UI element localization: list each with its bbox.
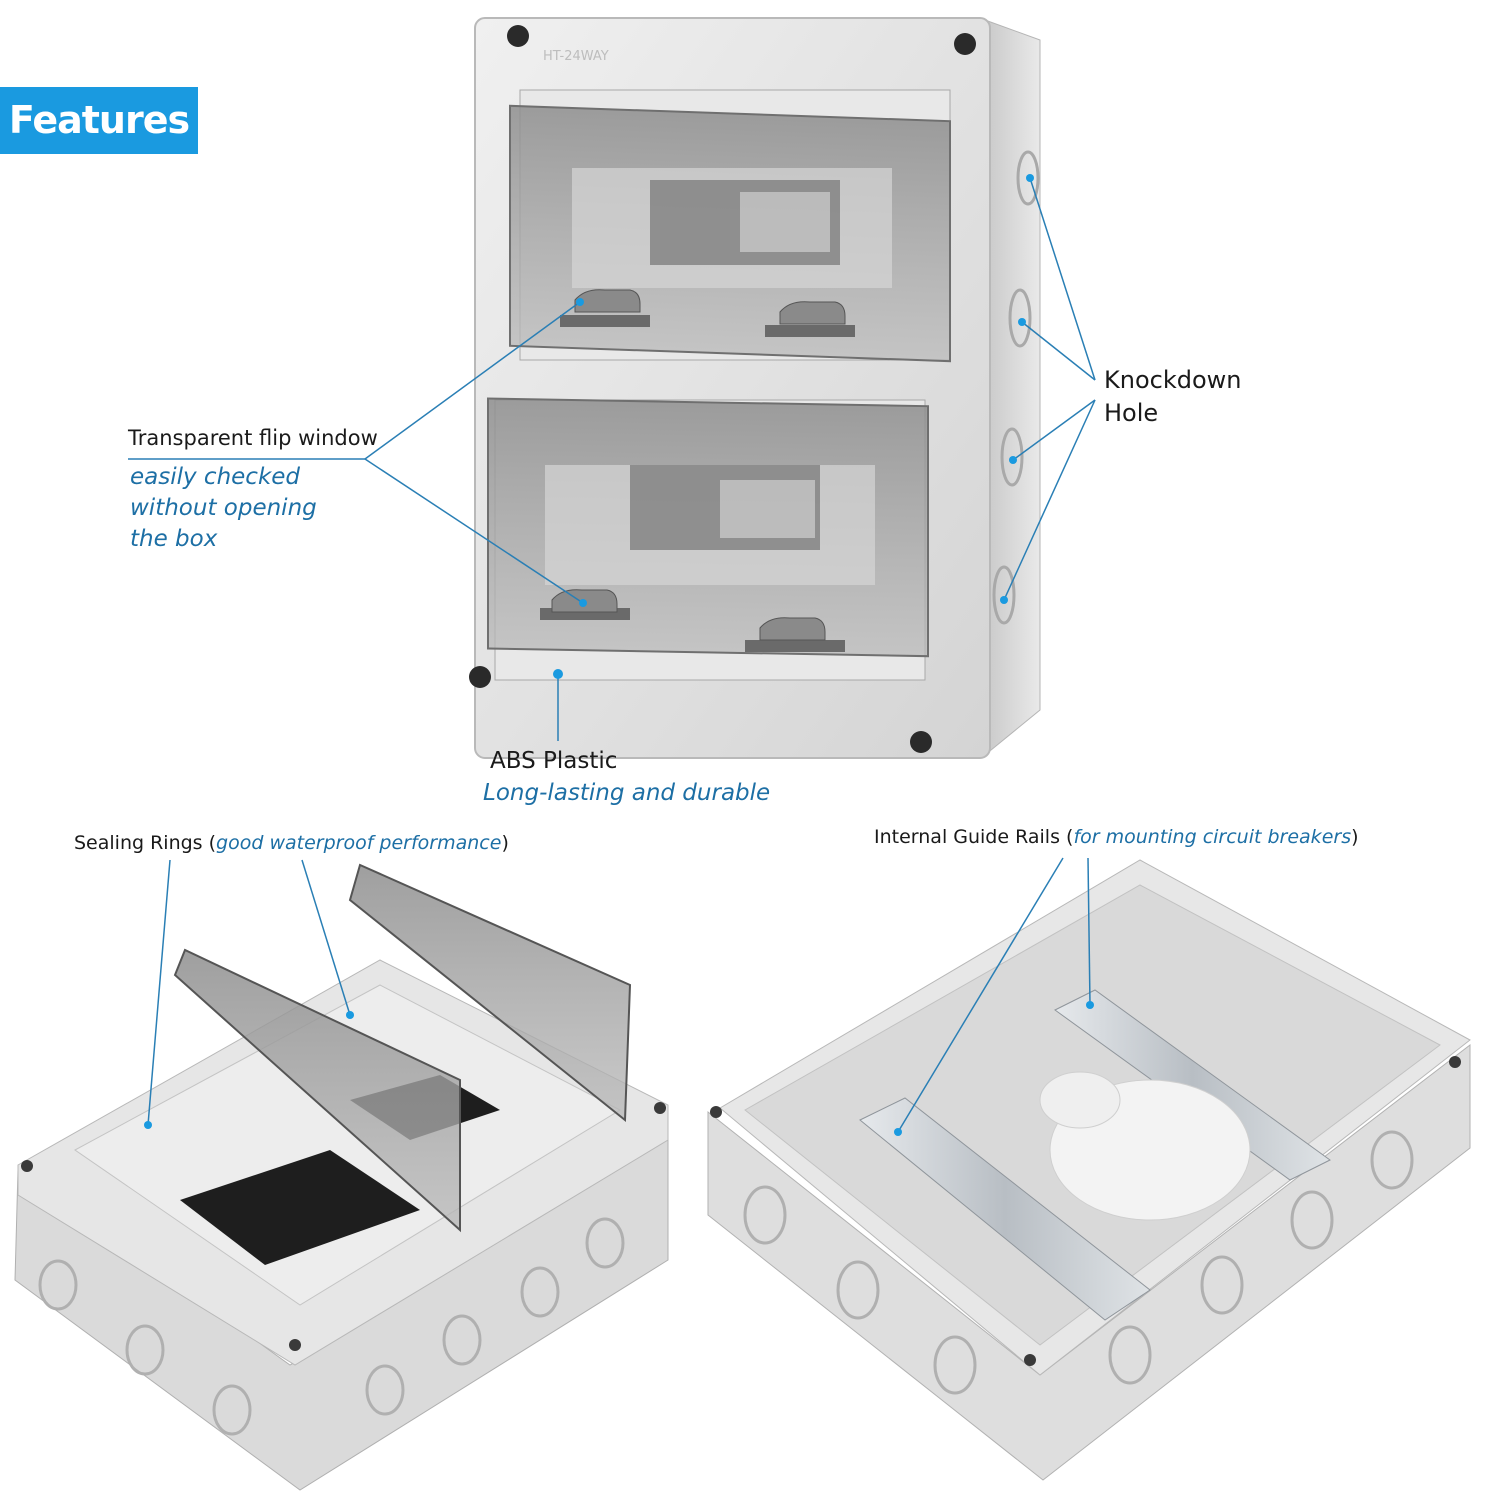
open-enclosure-right xyxy=(707,859,1471,1481)
rails-label: Internal Guide Rails (for mounting circu… xyxy=(874,826,1359,848)
screw-icon xyxy=(507,25,529,47)
callout-dots xyxy=(144,174,1094,1136)
knockdown-label: Knockdown Hole xyxy=(1104,364,1241,430)
sealing-prefix: Sealing Rings ( xyxy=(74,832,217,854)
sealing-detail: good waterproof performance xyxy=(216,832,502,854)
flip-window-detail-line: easily checked xyxy=(130,464,301,490)
rails-prefix: Internal Guide Rails ( xyxy=(874,826,1074,848)
abs-title: ABS Plastic xyxy=(490,748,618,774)
screw-icon xyxy=(469,666,491,688)
knockdown-holes xyxy=(992,150,1040,625)
flip-window-title: Transparent flip window xyxy=(128,426,378,450)
open-enclosure-left xyxy=(14,863,669,1491)
flip-window-detail: easily checked without opening the box xyxy=(130,462,317,555)
screw-icon xyxy=(954,33,976,55)
model-text: HT-24WAY xyxy=(543,49,609,64)
rails-detail: for mounting circuit breakers xyxy=(1073,826,1352,848)
lower-flip-window xyxy=(487,397,929,681)
upper-flip-window xyxy=(509,89,951,363)
flip-window-detail-line: the box xyxy=(130,526,218,552)
rails-suffix: ) xyxy=(1351,826,1359,848)
knockdown-line1: Knockdown xyxy=(1104,366,1242,394)
abs-detail: Long-lasting and durable xyxy=(483,780,771,806)
top-enclosure: HT-24WAY xyxy=(469,17,1041,759)
knockdown-line2: Hole xyxy=(1104,399,1159,427)
sealing-suffix: ) xyxy=(501,832,509,854)
sealing-label: Sealing Rings (good waterproof performan… xyxy=(74,832,509,854)
callout-lines xyxy=(128,177,1096,1133)
screw-icon xyxy=(910,731,932,753)
flip-window-detail-line: without opening xyxy=(130,495,317,521)
features-badge: Features xyxy=(0,87,198,154)
